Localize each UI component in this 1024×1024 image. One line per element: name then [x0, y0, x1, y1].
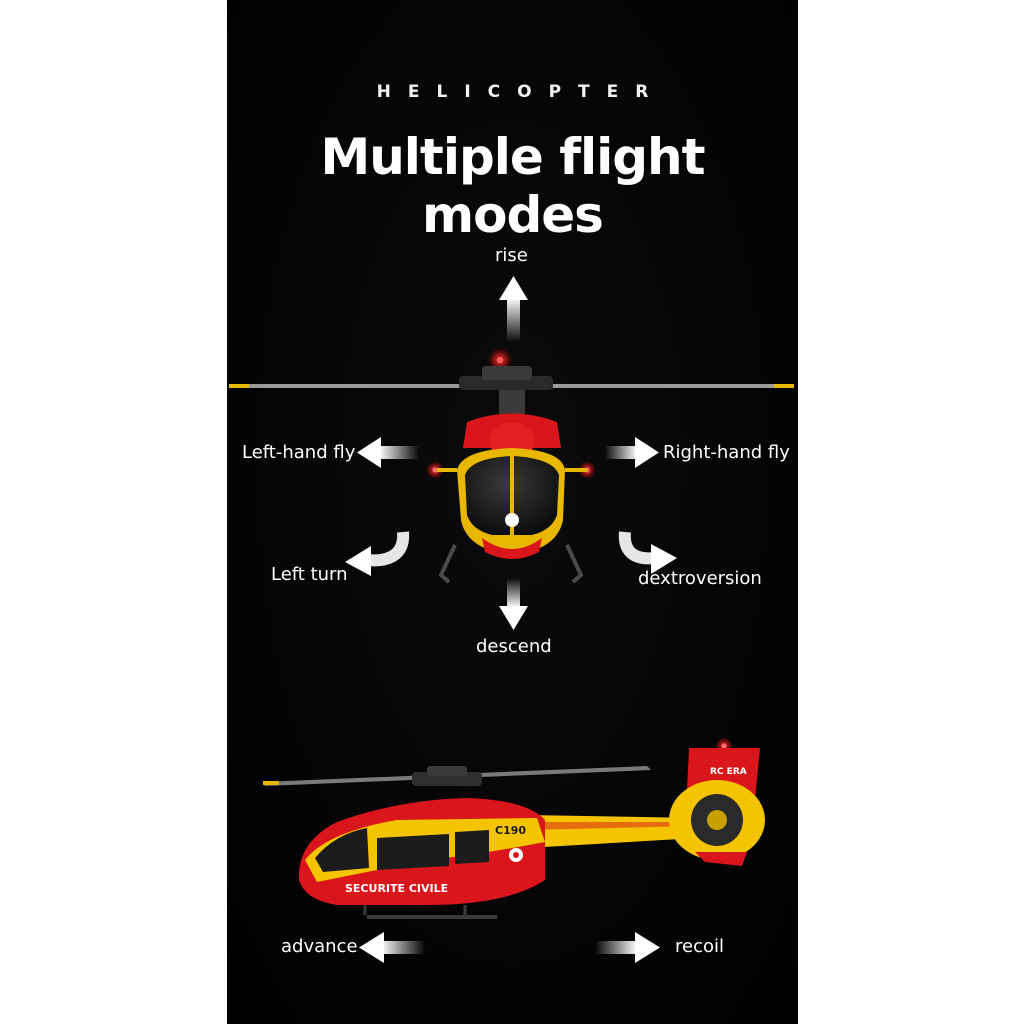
product-panel: HELICOPTER Multiple flight modes	[227, 0, 798, 1024]
label-recoil: recoil	[675, 936, 724, 957]
label-left-hand-fly: Left-hand fly	[242, 442, 356, 463]
left-turn-arrow	[345, 531, 410, 576]
label-left-turn: Left turn	[271, 564, 348, 585]
brand-mark: RC ERA	[710, 767, 747, 777]
helicopter-front-view	[229, 348, 794, 584]
page-title: Multiple flight modes	[320, 128, 705, 244]
recoil-arrow	[595, 932, 660, 963]
descend-arrow	[499, 578, 528, 630]
helicopter-side-view: RC ERA C190 SECURITE CIVILE	[263, 737, 765, 919]
label-rise: rise	[495, 245, 528, 266]
right-hand-fly-arrow	[605, 437, 659, 468]
dextroversion-arrow	[618, 531, 677, 574]
fuselage-text: SECURITE CIVILE	[345, 882, 448, 895]
label-dextroversion: dextroversion	[638, 568, 762, 589]
label-advance: advance	[281, 936, 358, 957]
advance-arrow	[359, 932, 425, 963]
label-right-hand-fly: Right-hand fly	[663, 442, 790, 463]
illustration: RC ERA C190 SECURITE CIVILE	[229, 276, 794, 963]
rise-arrow	[499, 276, 528, 342]
label-descend: descend	[476, 636, 552, 657]
model-code: C190	[495, 824, 526, 837]
brand-heading: HELICOPTER	[376, 82, 666, 102]
left-hand-fly-arrow	[357, 437, 419, 468]
